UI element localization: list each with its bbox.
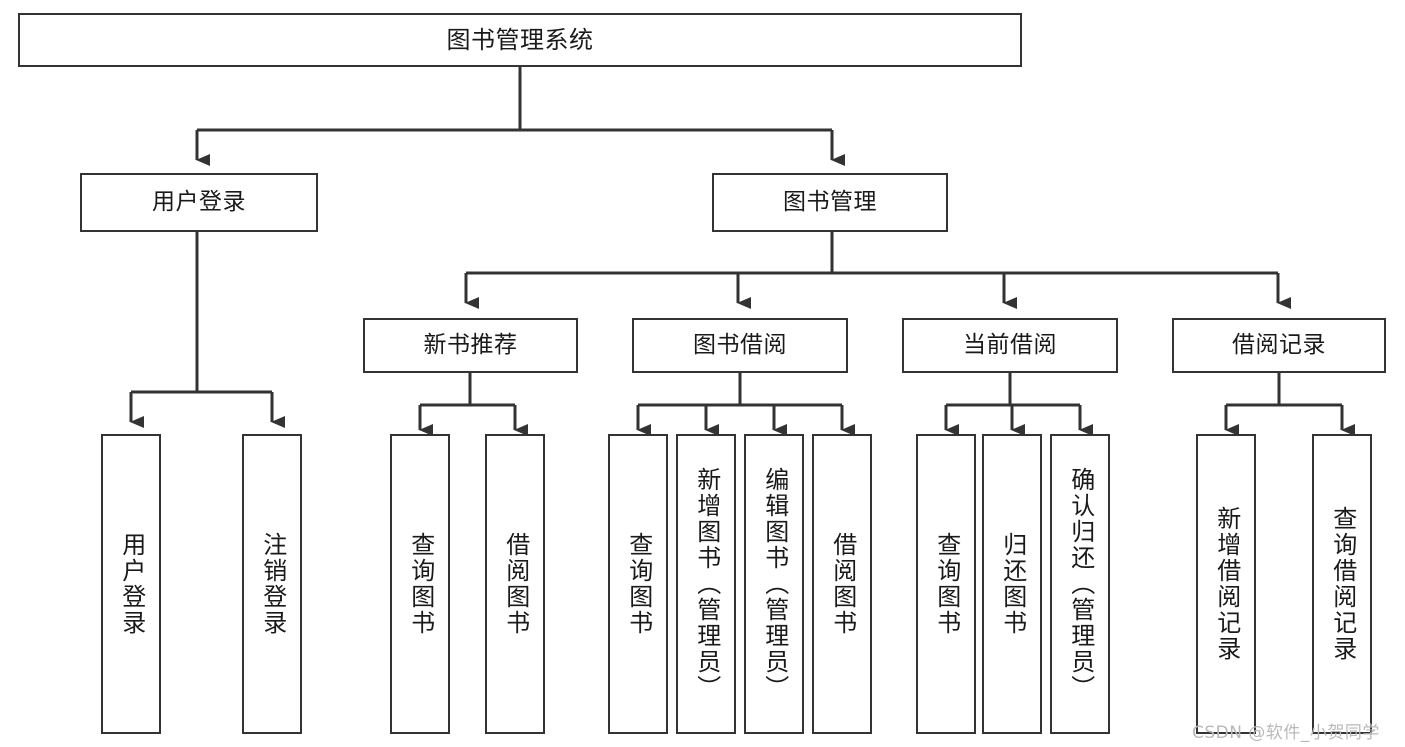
node-label: 新增借阅记录 [1212,506,1241,662]
node-label: 图书借阅 [693,331,787,358]
leaf-borrow-query-book[interactable]: 查询图书 [608,434,668,734]
node-label: 当前借阅 [963,331,1057,358]
leaf-record-add-record[interactable]: 新增借阅记录 [1196,434,1256,734]
leaf-current-confirm-return-admin[interactable]: 确认归还（管理员） [1050,434,1110,734]
node-book-borrow[interactable]: 图书借阅 [632,318,848,373]
leaf-user-login-logout[interactable]: 注销登录 [242,434,302,734]
leaf-user-login-login[interactable]: 用户登录 [101,434,161,734]
node-label: 新增图书（管理员） [692,467,721,701]
node-label: 图书管理系统 [446,25,594,54]
leaf-recommend-query-book[interactable]: 查询图书 [390,434,450,734]
leaf-record-query-record[interactable]: 查询借阅记录 [1312,434,1372,734]
node-label: 借阅图书 [501,532,530,636]
node-label: 图书管理 [783,188,877,215]
node-label: 查询图书 [624,532,653,636]
leaf-current-return-book[interactable]: 归还图书 [982,434,1042,734]
node-label: 查询图书 [932,532,961,636]
node-root-system[interactable]: 图书管理系统 [18,13,1022,67]
node-book-management[interactable]: 图书管理 [712,173,948,232]
node-label: 编辑图书（管理员） [760,467,789,701]
node-label: 借阅图书 [828,532,857,636]
node-label: 查询图书 [406,532,435,636]
leaf-borrow-add-book-admin[interactable]: 新增图书（管理员） [676,434,736,734]
leaf-borrow-edit-book-admin[interactable]: 编辑图书（管理员） [744,434,804,734]
node-label: 新书推荐 [423,331,518,358]
node-label: 用户登录 [152,188,246,215]
node-borrow-record[interactable]: 借阅记录 [1172,318,1386,373]
leaf-borrow-borrow-book[interactable]: 借阅图书 [812,434,872,734]
node-user-login[interactable]: 用户登录 [80,173,318,232]
node-label: 归还图书 [998,532,1027,636]
node-label: 注销登录 [258,532,287,636]
node-new-book-recommend[interactable]: 新书推荐 [363,318,578,373]
node-label: 查询借阅记录 [1328,506,1357,662]
node-label: 借阅记录 [1232,331,1326,358]
node-label: 确认归还（管理员） [1066,467,1095,701]
leaf-current-query-book[interactable]: 查询图书 [916,434,976,734]
node-label: 用户登录 [117,532,146,636]
leaf-recommend-borrow-book[interactable]: 借阅图书 [485,434,545,734]
node-current-borrow[interactable]: 当前借阅 [902,318,1118,373]
